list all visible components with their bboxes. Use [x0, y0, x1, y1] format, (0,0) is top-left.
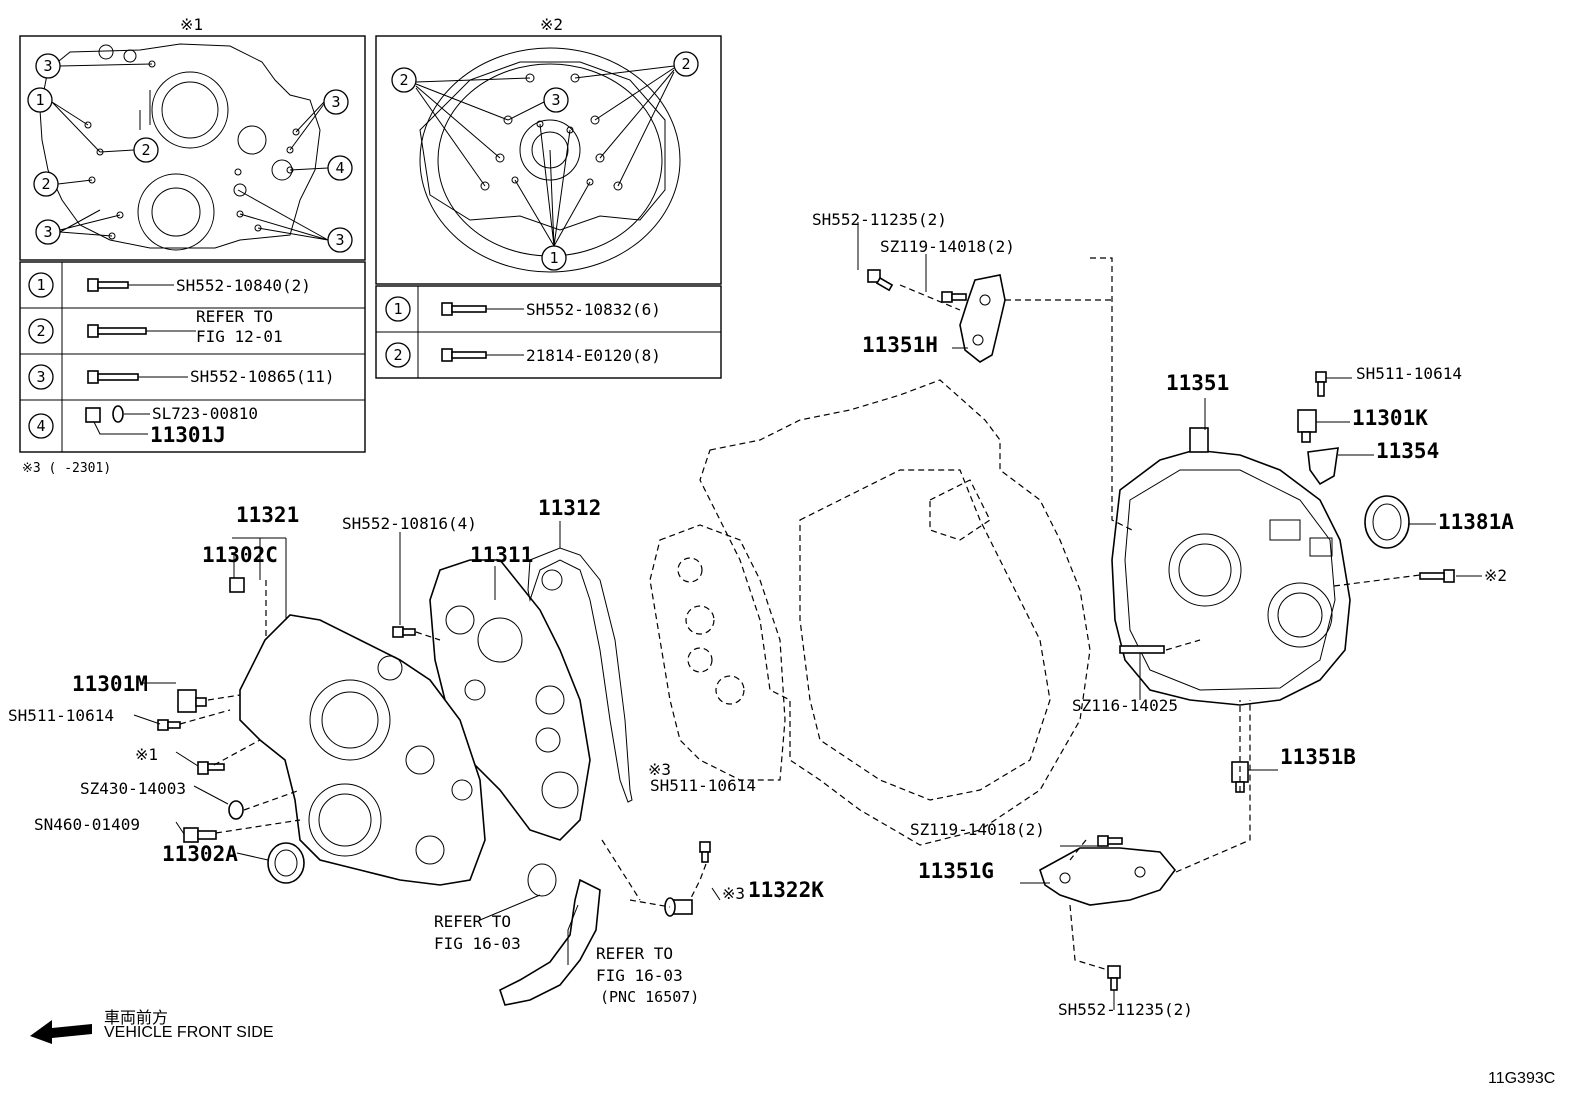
svg-text:1: 1: [36, 276, 45, 294]
svg-text:2: 2: [41, 175, 50, 193]
bolt-icon: [867, 269, 894, 292]
svg-text:1: 1: [549, 249, 558, 267]
bolt-icon: [1419, 569, 1455, 583]
washer-icon: [228, 800, 244, 820]
inset-2-title: ※2: [540, 15, 563, 34]
engine-block-outline: [699, 379, 1091, 846]
legend2-2-part: 21814-E0120(8): [526, 346, 661, 365]
bolt-icon: [183, 827, 217, 843]
svg-text:2: 2: [681, 55, 690, 73]
timing-plate-11311: [429, 559, 591, 841]
sensor-11301K: [1297, 409, 1317, 443]
bolt-icon: [157, 719, 181, 731]
bolt-icon: [441, 302, 524, 316]
svg-text:2: 2: [36, 322, 45, 340]
svg-text:3: 3: [335, 231, 344, 249]
bracket-11351G: [1039, 847, 1177, 906]
oil-seal-11381A: [1364, 495, 1410, 549]
o-ring: [527, 863, 557, 897]
legend2-1-part: SH552-10832(6): [526, 300, 661, 319]
bolt-icon: [1107, 965, 1121, 991]
hose-11322K: [664, 897, 693, 917]
gasket-11312: [527, 547, 633, 803]
flywheel-housing-11351: [1111, 427, 1351, 706]
svg-text:2: 2: [393, 346, 402, 364]
bolt-icon: [699, 841, 711, 863]
legend-4-part: SL723-00810: [152, 404, 258, 423]
bolt-icon: [1097, 835, 1123, 847]
bolt-icon: [941, 291, 967, 303]
svg-text:4: 4: [335, 159, 344, 177]
inset-1-title: ※1: [180, 15, 203, 34]
stud-sz116: [1119, 645, 1165, 654]
legend-2-line1: REFER TO: [196, 307, 273, 326]
svg-text:3: 3: [551, 91, 560, 109]
bolt-icon: [392, 626, 416, 638]
legend-1-part: SH552-10840(2): [176, 276, 311, 295]
svg-text:3: 3: [43, 57, 52, 75]
legend-2-line2: FIG 12-01: [196, 327, 283, 346]
svg-text:3: 3: [43, 223, 52, 241]
svg-text:2: 2: [141, 141, 150, 159]
svg-text:1: 1: [393, 300, 402, 318]
svg-text:4: 4: [36, 417, 45, 435]
bolt-icon: [87, 324, 196, 338]
water-pipe: [499, 878, 601, 1006]
svg-text:1: 1: [35, 91, 44, 109]
timing-cover-11321: [239, 614, 486, 886]
bracket-11351H: [959, 274, 1006, 363]
legend-4-part2: 11301J: [150, 423, 226, 447]
inset-1-note: ※3 ( -2301): [22, 461, 111, 476]
svg-text:2: 2: [399, 71, 408, 89]
timing-gasket-outline: [649, 524, 786, 781]
bolt-icon: [197, 761, 225, 775]
bolt-icon: [441, 348, 524, 362]
sensor-11301M: [177, 689, 207, 713]
bolt-icon: [1315, 371, 1327, 397]
bolt-icon: [87, 278, 174, 292]
oil-seal-11302A: [267, 842, 305, 884]
bolt-icon: [87, 370, 188, 384]
inset-1: ※1 3 1 2 2 3 3 4 3: [19, 15, 366, 476]
inset-2: ※2 2 2 3 1 1 2 SH552-10832: [375, 15, 722, 379]
bolt-icon: [229, 577, 245, 593]
legend-3-part: SH552-10865(11): [190, 367, 335, 386]
svg-text:3: 3: [36, 368, 45, 386]
seal-11354: [1307, 447, 1339, 486]
svg-text:3: 3: [331, 93, 340, 111]
nut-washer-icon: [85, 405, 150, 435]
